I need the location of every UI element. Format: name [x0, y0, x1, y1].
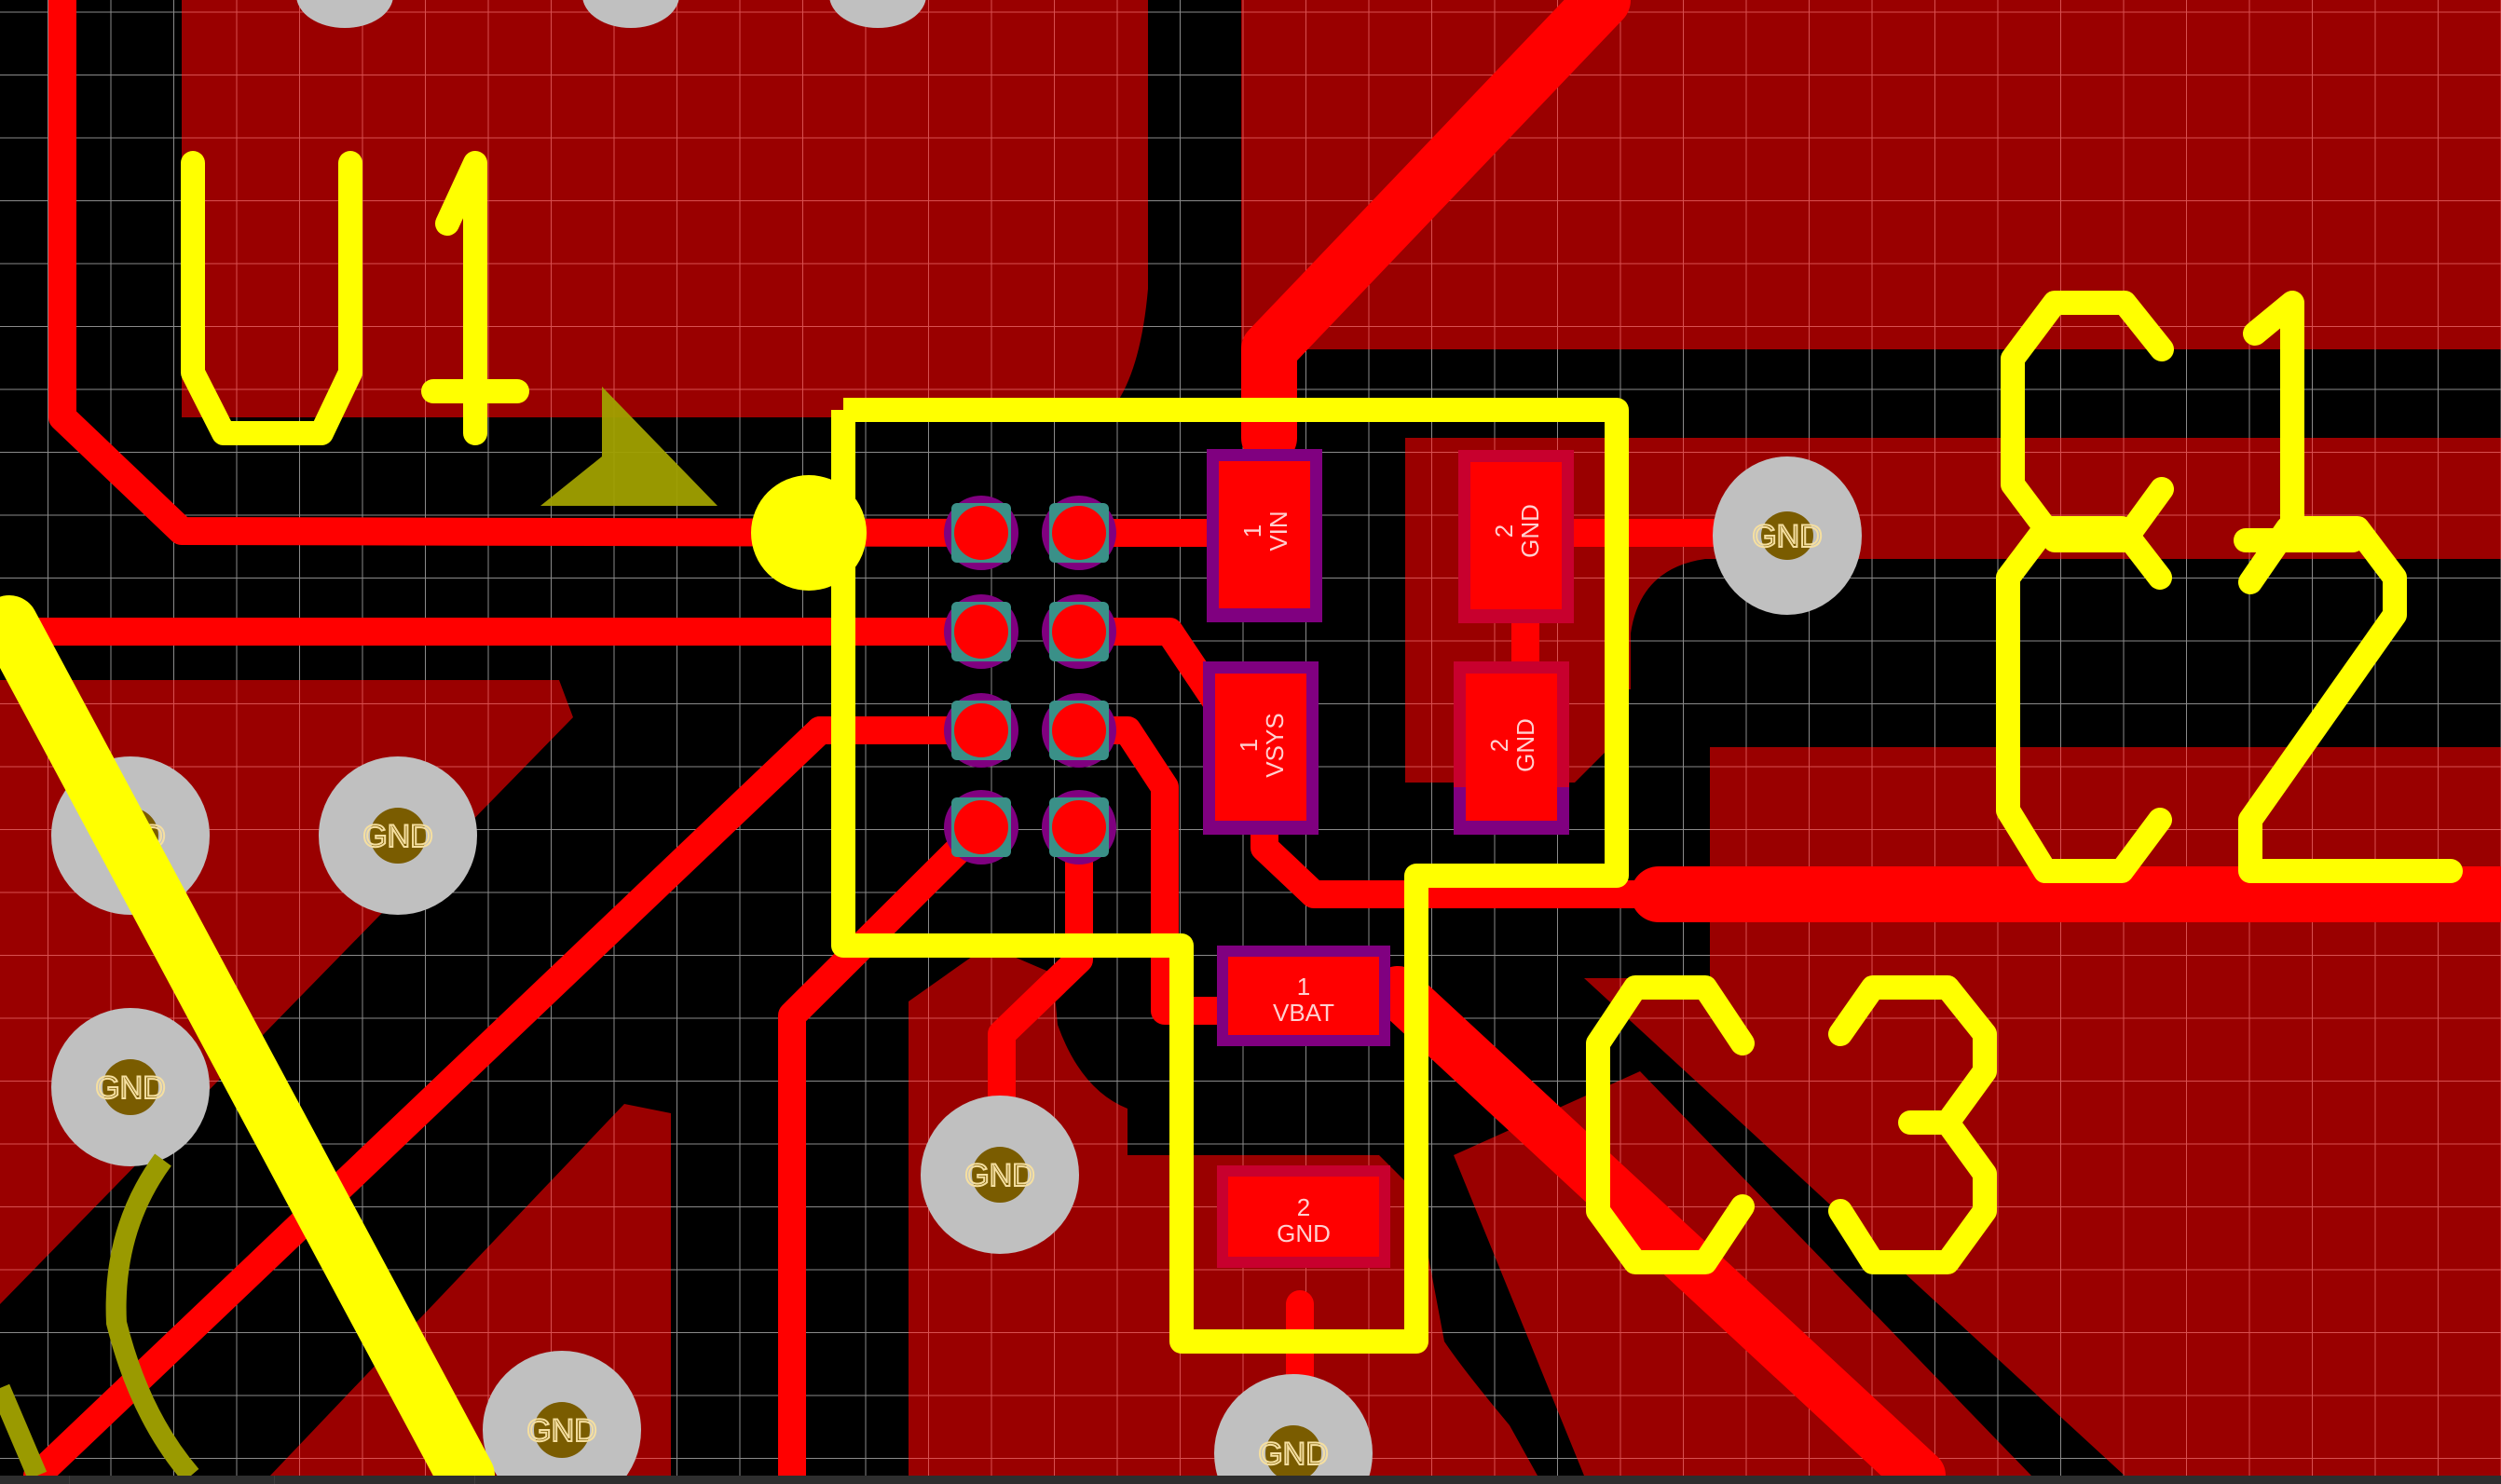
svg-text:1VSYS: 1VSYS	[1235, 713, 1289, 777]
pad-c1-1: 1VIN	[1207, 449, 1322, 622]
trace-bga-bottom-right	[988, 813, 1093, 1118]
svg-text:2GND: 2GND	[1490, 504, 1544, 558]
silk-arc	[0, 1383, 48, 1476]
svg-text:GND: GND	[1752, 519, 1823, 554]
status-segment	[275, 1476, 475, 1484]
via-gnd: GND	[319, 756, 477, 915]
pad-c2-2: 2GND	[1454, 661, 1569, 835]
svg-text:GND: GND	[362, 819, 433, 854]
silkscreen	[0, 387, 1629, 1476]
via-gnd: GND	[51, 1008, 210, 1166]
designator-u1: U1	[181, 151, 529, 445]
svg-text:GND: GND	[526, 1413, 597, 1449]
svg-text:1VIN: 1VIN	[1238, 511, 1292, 551]
designator-c2: C2	[1996, 516, 2463, 883]
status-segment	[0, 1476, 70, 1484]
silk-diagonal-bar	[0, 595, 495, 1476]
orientation-triangle	[540, 387, 718, 506]
designator-c3: C3	[1586, 975, 1997, 1274]
via-gnd: GND	[1713, 456, 1862, 615]
trace-left-vertical	[48, 0, 995, 547]
status-segment	[70, 1476, 275, 1484]
via-gnd: GND	[1214, 1374, 1373, 1476]
trace-vbat-diag	[1372, 966, 1946, 1476]
u1-outline	[831, 398, 1629, 1354]
status-bar	[0, 1476, 2501, 1484]
status-segment	[475, 1476, 2501, 1484]
trace-bga-bottom-left	[778, 813, 995, 1476]
svg-text:GND: GND	[1258, 1436, 1329, 1472]
pad-c2-1: 1VSYS	[1203, 661, 1319, 835]
via-gnd: GND	[921, 1096, 1079, 1254]
trace-diag-left	[23, 716, 834, 1476]
svg-text:GND: GND	[95, 1070, 166, 1106]
svg-text:GND: GND	[964, 1158, 1035, 1193]
pad-c1-2: 2GND	[1458, 450, 1574, 623]
via-gnd: GND	[483, 1351, 641, 1476]
pin1-marker	[751, 475, 867, 591]
top-vias	[296, 0, 926, 28]
silk-arc	[105, 1153, 199, 1476]
svg-text:2GND: 2GND	[1485, 718, 1539, 772]
svg-text:2GND: 2GND	[1277, 1193, 1331, 1247]
bga-pads	[944, 496, 1116, 865]
